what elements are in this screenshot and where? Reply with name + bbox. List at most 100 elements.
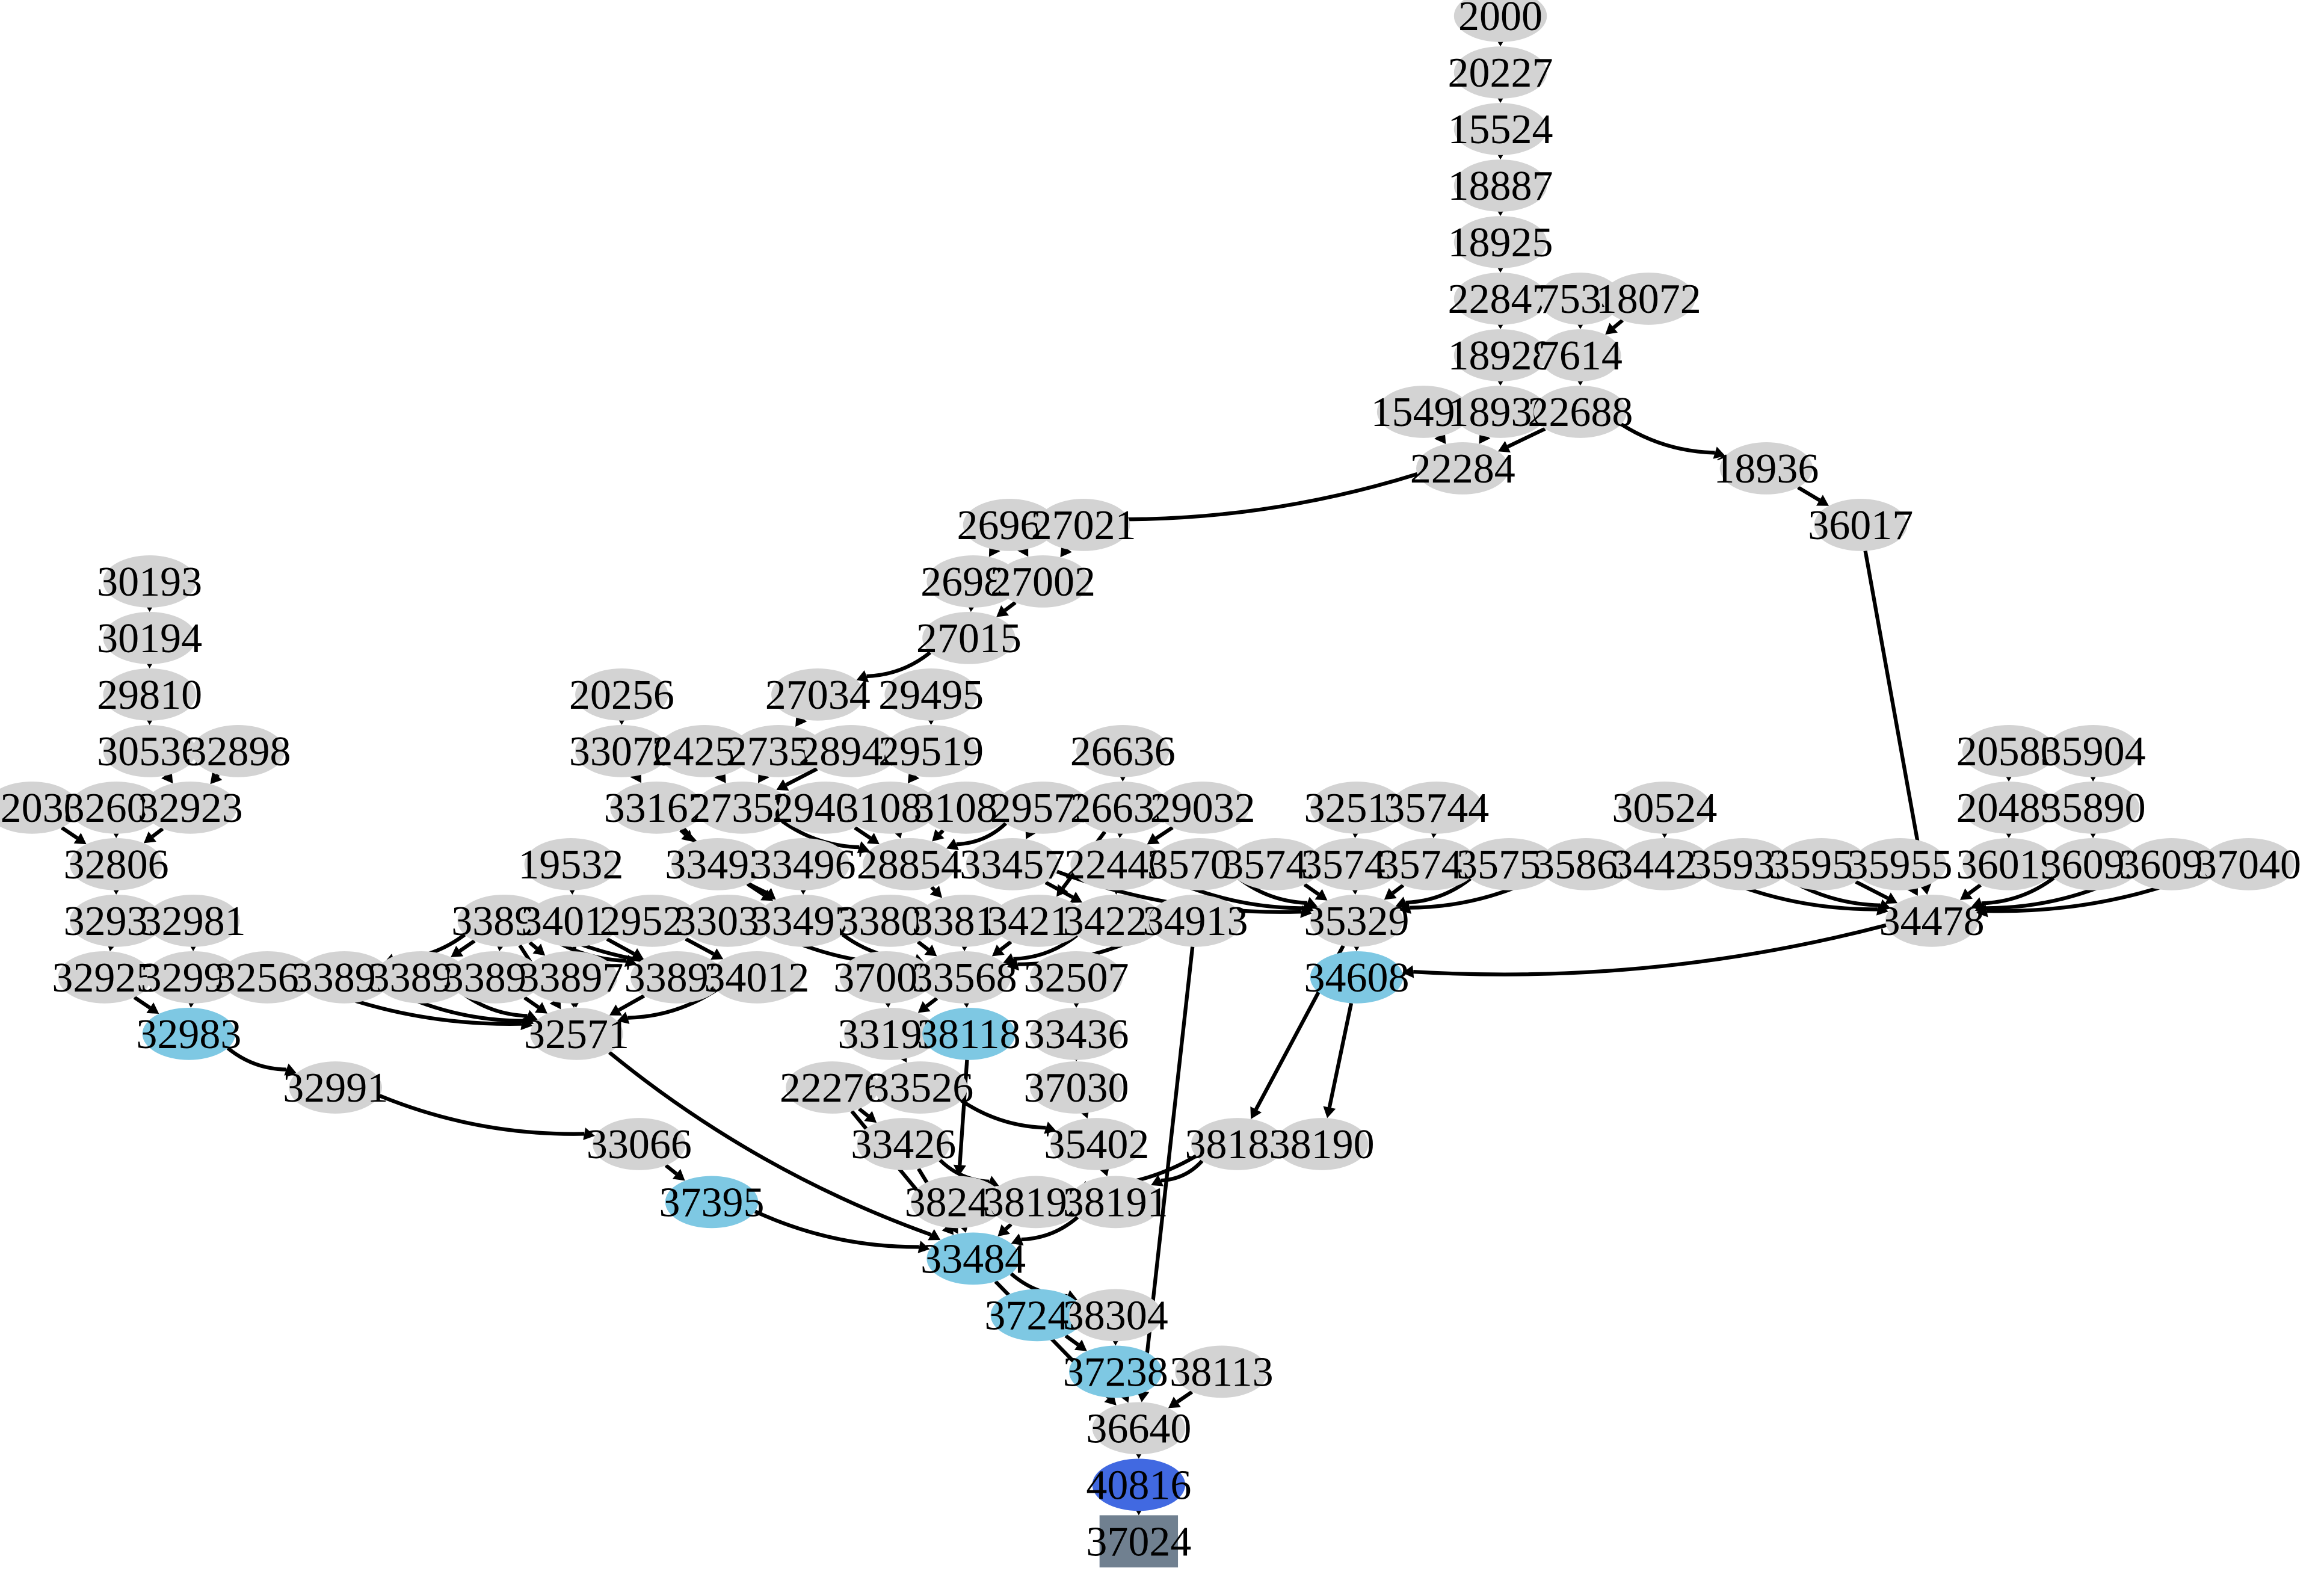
graph-node[interactable]: 32923 [138, 781, 243, 834]
graph-node[interactable]: 32806 [64, 838, 169, 890]
node-ellipse-shape[interactable] [1618, 838, 1712, 890]
node-ellipse-shape[interactable] [732, 725, 825, 777]
node-ellipse-shape[interactable] [843, 781, 937, 834]
node-ellipse-shape[interactable] [1814, 499, 1908, 551]
node-ellipse-shape[interactable] [1275, 1118, 1369, 1170]
node-ellipse-shape[interactable] [527, 894, 620, 947]
graph-node[interactable]: 34608 [1304, 951, 1410, 1004]
node-ellipse-shape[interactable] [1853, 838, 1947, 890]
graph-node[interactable]: 36640 [1086, 1402, 1191, 1455]
graph-node[interactable]: 27034 [765, 668, 871, 721]
node-ellipse-shape[interactable] [575, 725, 668, 777]
graph-node[interactable]: 33436 [1024, 1007, 1129, 1060]
node-ellipse-shape[interactable] [1029, 951, 1123, 1004]
node-ellipse-shape[interactable] [1719, 442, 1813, 495]
node-ellipse-shape[interactable] [69, 781, 163, 834]
node-ellipse-shape[interactable] [756, 838, 850, 890]
graph-node[interactable]: 32981 [141, 894, 246, 947]
graph-node[interactable]: 33484 [920, 1232, 1026, 1285]
graph-node[interactable]: 36017 [1808, 499, 1913, 551]
node-ellipse-shape[interactable] [1068, 1345, 1162, 1398]
node-ellipse-shape[interactable] [1076, 725, 1170, 777]
graph-node[interactable]: 30194 [97, 612, 202, 664]
node-ellipse-shape[interactable] [1191, 1118, 1284, 1170]
graph-node[interactable]: 20256 [569, 668, 674, 721]
node-ellipse-shape[interactable] [756, 894, 850, 947]
node-ellipse-shape[interactable] [142, 1007, 236, 1060]
graph-node[interactable]: 32571 [524, 1007, 629, 1060]
graph-node[interactable]: 33526 [868, 1061, 973, 1114]
graph-node[interactable]: 35890 [2041, 781, 2146, 834]
node-ellipse-shape[interactable] [917, 894, 1011, 947]
graph-node[interactable]: 38118 [917, 1007, 1021, 1060]
graph-node[interactable]: 35744 [1384, 781, 1489, 834]
graph-node[interactable]: 29032 [1150, 781, 1256, 834]
node-ellipse-shape[interactable] [1310, 894, 1404, 947]
graph-node[interactable]: 18887 [1448, 159, 1553, 212]
node-ellipse-shape[interactable] [524, 838, 618, 890]
node-ellipse-shape[interactable] [1228, 838, 1322, 890]
node-ellipse-shape[interactable] [220, 951, 314, 1004]
graph-node[interactable]: 32898 [185, 725, 291, 777]
node-ellipse-shape[interactable] [1453, 0, 1547, 42]
graph-node[interactable]: 34913 [1143, 894, 1248, 947]
node-ellipse-shape[interactable] [144, 781, 237, 834]
node-ellipse-shape[interactable] [910, 1176, 1004, 1229]
graph-node[interactable]: 22276 [780, 1061, 885, 1114]
node-ellipse-shape[interactable] [658, 725, 751, 777]
node-ellipse-shape[interactable] [665, 1176, 759, 1229]
node-ellipse-shape[interactable] [1618, 781, 1712, 834]
node-ellipse-shape[interactable] [1384, 838, 1478, 890]
node-ellipse-shape[interactable] [297, 951, 391, 1004]
graph-node[interactable]: 19532 [518, 838, 623, 890]
node-ellipse-shape[interactable] [771, 668, 865, 721]
node-ellipse-shape[interactable] [1885, 894, 1979, 947]
node-ellipse-shape[interactable] [1068, 1176, 1162, 1229]
node-ellipse-shape[interactable] [69, 838, 163, 890]
node-ellipse-shape[interactable] [1076, 781, 1170, 834]
node-ellipse-shape[interactable] [966, 838, 1059, 890]
node-ellipse-shape[interactable] [1310, 951, 1404, 1004]
graph-node[interactable]: 33066 [587, 1118, 692, 1170]
node-ellipse-shape[interactable] [695, 781, 789, 834]
graph-node[interactable]: 35955 [1848, 838, 1953, 890]
node-ellipse-shape[interactable] [1029, 1007, 1123, 1060]
node-ellipse-shape[interactable] [1453, 273, 1547, 325]
node-ellipse-shape[interactable] [804, 725, 898, 777]
node-ellipse-shape[interactable] [1068, 1289, 1162, 1342]
node-ellipse-shape[interactable] [103, 555, 196, 608]
graph-node[interactable]: 27021 [1031, 499, 1136, 551]
graph-node[interactable]: 18072 [1596, 273, 1701, 325]
graph-node[interactable]: 2000 [1453, 0, 1547, 42]
graph-node[interactable]: 32507 [1024, 951, 1129, 1004]
node-ellipse-shape[interactable] [69, 894, 163, 947]
node-ellipse-shape[interactable] [1068, 894, 1162, 947]
node-ellipse-shape[interactable] [1540, 329, 1621, 381]
node-ellipse-shape[interactable] [671, 838, 764, 890]
node-ellipse-shape[interactable] [1416, 442, 1509, 495]
graph-node[interactable]: 37238 [1063, 1345, 1168, 1398]
node-ellipse-shape[interactable] [1037, 499, 1130, 551]
node-ellipse-shape[interactable] [786, 1061, 879, 1114]
graph-node[interactable]: 30524 [1612, 781, 1717, 834]
node-ellipse-shape[interactable] [884, 668, 978, 721]
node-ellipse-shape[interactable] [1092, 1402, 1186, 1455]
node-ellipse-shape[interactable] [992, 894, 1085, 947]
node-ellipse-shape[interactable] [1962, 838, 2056, 890]
graph-node[interactable]: 20489 [1956, 781, 2062, 834]
node-ellipse-shape[interactable] [884, 725, 978, 777]
node-ellipse-shape[interactable] [1453, 216, 1547, 268]
node-ellipse-shape[interactable] [1453, 159, 1547, 212]
node-ellipse-shape[interactable] [1153, 838, 1247, 890]
node-ellipse-shape[interactable] [2046, 838, 2140, 890]
node-ellipse-shape[interactable] [1376, 386, 1470, 438]
node-ellipse-shape[interactable] [996, 555, 1090, 608]
node-ellipse-shape[interactable] [1050, 1118, 1144, 1170]
node-ellipse-shape[interactable] [1029, 1061, 1123, 1114]
graph-node[interactable]: 35329 [1304, 894, 1410, 947]
graph-node[interactable]: 30536 [97, 725, 202, 777]
graph-node[interactable]: 38190 [1269, 1118, 1375, 1170]
graph-node[interactable]: 32925 [52, 951, 157, 1004]
graph-node[interactable]: 29495 [878, 668, 984, 721]
node-ellipse-shape[interactable] [524, 951, 618, 1004]
